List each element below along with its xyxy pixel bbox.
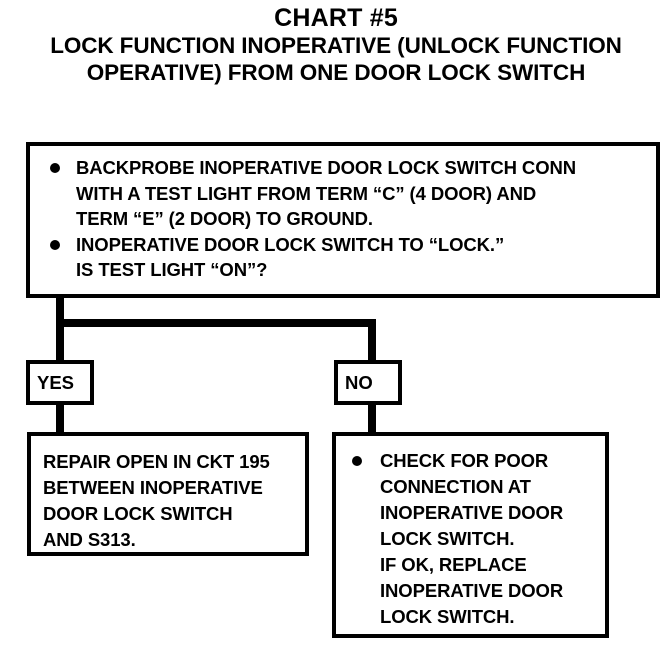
chart-subtitle-line-2: OPERATIVE) FROM ONE DOOR LOCK SWITCH xyxy=(86,60,586,85)
chart-subtitle-line-1: LOCK FUNCTION INOPERATIVE (UNLOCK FUNCTI… xyxy=(50,33,622,58)
connector-branch-bar xyxy=(56,319,376,327)
bullet-dot-icon xyxy=(50,163,60,173)
chart-subtitle: LOCK FUNCTION INOPERATIVE (UNLOCK FUNCTI… xyxy=(0,32,672,86)
yes-result-line-3: DOOR LOCK SWITCH xyxy=(43,503,233,524)
no-result-box: CHECK FOR POOR CONNECTION AT INOPERATIVE… xyxy=(332,432,609,638)
connector-to-yes-label xyxy=(56,319,64,364)
branch-label-no-text: NO xyxy=(345,371,373,393)
bullet-dot-icon xyxy=(50,239,60,250)
no-result-line-5: IF OK, REPLACE xyxy=(380,554,527,575)
question-bullet-2-line-1: INOPERATIVE DOOR LOCK SWITCH TO “LOCK.” xyxy=(76,233,505,255)
question-box: BACKPROBE INOPERATIVE DOOR LOCK SWITCH C… xyxy=(26,142,660,298)
yes-result-box: REPAIR OPEN IN CKT 195 BETWEEN INOPERATI… xyxy=(27,432,309,556)
connector-no-to-result xyxy=(368,402,376,436)
question-bullet-1-line-2: WITH A TEST LIGHT FROM TERM “C” (4 DOOR)… xyxy=(76,182,537,204)
question-bullet-1-line-3: TERM “E” (2 DOOR) TO GROUND. xyxy=(76,208,373,229)
yes-result-line-4: AND S313. xyxy=(43,529,136,550)
question-bullet-2: INOPERATIVE DOOR LOCK SWITCH TO “LOCK.” … xyxy=(42,232,650,283)
no-result-line-3: INOPERATIVE DOOR xyxy=(380,502,564,523)
question-bullet-1-line-1: BACKPROBE INOPERATIVE DOOR LOCK SWITCH C… xyxy=(76,157,577,178)
connector-to-no-label xyxy=(368,319,376,364)
yes-result-line-1: REPAIR OPEN IN CKT 195 xyxy=(43,451,270,472)
chart-title-block: CHART #5 LOCK FUNCTION INOPERATIVE (UNLO… xyxy=(0,4,672,86)
no-result-line-4: LOCK SWITCH. xyxy=(380,528,515,549)
connector-question-stem xyxy=(56,297,64,327)
no-result-line-2: CONNECTION AT xyxy=(380,476,531,497)
yes-result-text: REPAIR OPEN IN CKT 195 BETWEEN INOPERATI… xyxy=(43,449,301,553)
branch-label-yes: YES xyxy=(26,360,94,405)
question-bullet-2-line-2: IS TEST LIGHT “ON”? xyxy=(76,259,268,280)
bullet-dot-icon xyxy=(352,456,362,466)
branch-label-no: NO xyxy=(334,360,402,405)
no-result-line-6: INOPERATIVE DOOR xyxy=(380,580,564,601)
no-result-bullet-1: CHECK FOR POOR CONNECTION AT INOPERATIVE… xyxy=(346,448,599,630)
connector-yes-to-result xyxy=(56,402,64,436)
yes-result-line-2: BETWEEN INOPERATIVE xyxy=(43,477,263,498)
no-result-line-1: CHECK FOR POOR xyxy=(380,450,549,471)
branch-label-yes-text: YES xyxy=(37,371,75,393)
question-bullet-1: BACKPROBE INOPERATIVE DOOR LOCK SWITCH C… xyxy=(42,155,650,232)
page-title: CHART #5 xyxy=(274,4,398,32)
no-result-line-7: LOCK SWITCH. xyxy=(380,606,515,627)
no-result-bullet-list: CHECK FOR POOR CONNECTION AT INOPERATIVE… xyxy=(346,448,599,630)
question-bullet-list: BACKPROBE INOPERATIVE DOOR LOCK SWITCH C… xyxy=(42,155,650,283)
